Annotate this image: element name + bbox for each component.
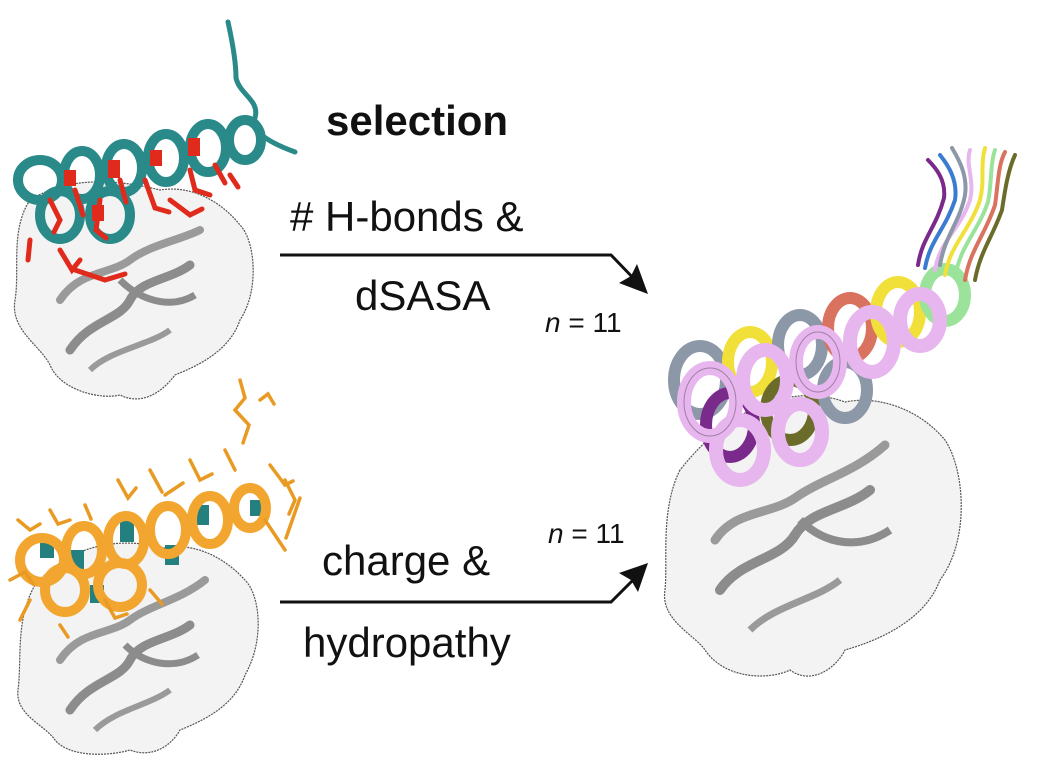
top-path-count-value: = 11 (560, 307, 622, 338)
protein-helix-red-teal-icon (13, 19, 298, 400)
top-path-count: n = 11 (545, 309, 622, 337)
bottom-path-label-line1: charge & (322, 537, 491, 584)
bottom-path-count-value: = 11 (563, 518, 625, 549)
bottom-arrow-icon (280, 563, 648, 604)
top-path-label-line1: # H-bonds & (290, 193, 524, 240)
figure-title: selection (326, 97, 509, 144)
structure-ensemble-right (640, 140, 1040, 700)
top-arrow-icon (280, 253, 648, 294)
top-path-label-line2: dSASA (355, 272, 491, 319)
bottom-path-count: n = 11 (548, 520, 625, 548)
top-path-count-var: n (545, 307, 561, 338)
protein-helix-orange-teal-icon (8, 378, 302, 755)
bottom-path-count-var: n (548, 518, 564, 549)
bottom-path-label-line2: hydropathy (303, 619, 511, 666)
structure-top-left (0, 0, 320, 420)
structure-bottom-left (0, 370, 320, 758)
protein-ensemble-overlay-icon (664, 146, 1017, 677)
